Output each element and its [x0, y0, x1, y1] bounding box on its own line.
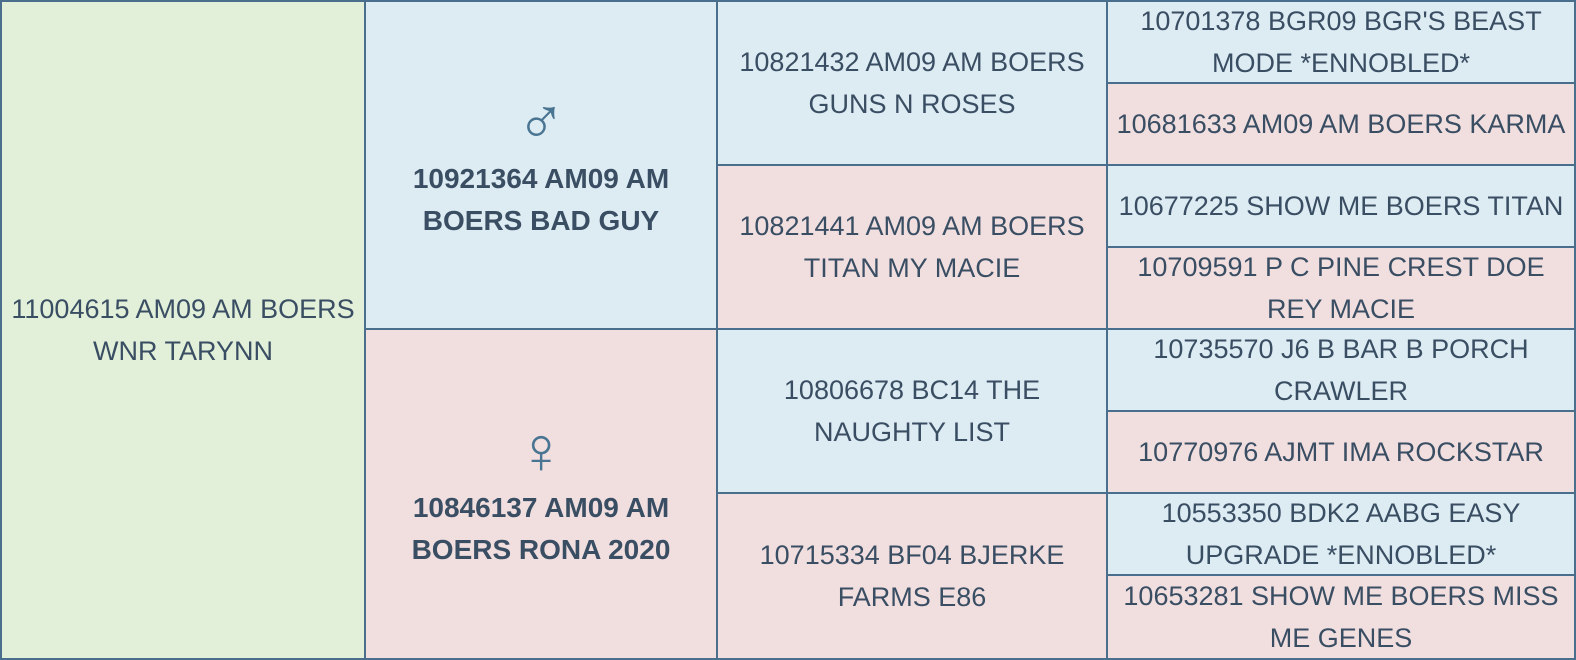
great-grandparent-cell[interactable]: 10701378 BGR09 BGR'S BEAST MODE *ENNOBLE… — [1108, 2, 1574, 84]
sire-cell[interactable]: ♂ 10921364 AM09 AM BOERS BAD GUY — [366, 2, 718, 330]
dam-cell[interactable]: ♀ 10846137 AM09 AM BOERS RONA 2020 — [366, 330, 718, 658]
great-grandparent-cell[interactable]: 10677225 SHOW ME BOERS TITAN — [1108, 166, 1574, 248]
male-icon: ♂ — [516, 84, 566, 158]
great-grandparent-name: 10709591 P C PINE CREST DOE REY MACIE — [1137, 252, 1545, 324]
grandparent-sire-sire[interactable]: 10821432 AM09 AM BOERS GUNS N ROSES — [718, 2, 1108, 166]
subject-animal[interactable]: 11004615 AM09 AM BOERS WNR TARYNN — [2, 2, 366, 658]
grandparent-name: 10821432 AM09 AM BOERS GUNS N ROSES — [739, 47, 1085, 119]
great-grandparent-name: 10553350 BDK2 AABG EASY UPGRADE *ENNOBLE… — [1161, 498, 1521, 570]
grandparent-sire-dam[interactable]: 10821441 AM09 AM BOERS TITAN MY MACIE — [718, 166, 1108, 330]
great-grandparents-column: 10701378 BGR09 BGR'S BEAST MODE *ENNOBLE… — [1108, 2, 1574, 658]
grandparent-name: 10715334 BF04 BJERKE FARMS E86 — [759, 540, 1065, 612]
great-grandparent-name: 10735570 J6 B BAR B PORCH CRAWLER — [1153, 334, 1529, 406]
grandparent-dam-sire[interactable]: 10806678 BC14 THE NAUGHTY LIST — [718, 330, 1108, 494]
great-grandparent-cell[interactable]: 10709591 P C PINE CREST DOE REY MACIE — [1108, 248, 1574, 330]
grandparent-name: 10821441 AM09 AM BOERS TITAN MY MACIE — [739, 211, 1085, 283]
great-grandparent-cell[interactable]: 10653281 SHOW ME BOERS MISS ME GENES — [1108, 576, 1574, 658]
subject-name: 11004615 AM09 AM BOERS WNR TARYNN — [11, 294, 355, 366]
grandparent-dam-dam[interactable]: 10715334 BF04 BJERKE FARMS E86 — [718, 494, 1108, 658]
great-grandparent-name: 10701378 BGR09 BGR'S BEAST MODE *ENNOBLE… — [1140, 6, 1542, 78]
great-grandparent-cell[interactable]: 10735570 J6 B BAR B PORCH CRAWLER — [1108, 330, 1574, 412]
great-grandparent-name: 10770976 AJMT IMA ROCKSTAR — [1138, 437, 1544, 467]
great-grandparent-cell[interactable]: 10553350 BDK2 AABG EASY UPGRADE *ENNOBLE… — [1108, 494, 1574, 576]
female-icon: ♀ — [516, 413, 566, 487]
great-grandparent-name: 10653281 SHOW ME BOERS MISS ME GENES — [1123, 581, 1559, 653]
great-grandparent-cell[interactable]: 10681633 AM09 AM BOERS KARMA — [1108, 84, 1574, 166]
great-grandparent-cell[interactable]: 10770976 AJMT IMA ROCKSTAR — [1108, 412, 1574, 494]
sire-name: 10921364 AM09 AM BOERS BAD GUY — [412, 163, 670, 236]
great-grandparent-name: 10677225 SHOW ME BOERS TITAN — [1118, 191, 1564, 221]
dam-name: 10846137 AM09 AM BOERS RONA 2020 — [411, 492, 671, 565]
great-grandparent-name: 10681633 AM09 AM BOERS KARMA — [1116, 109, 1566, 139]
grandparent-name: 10806678 BC14 THE NAUGHTY LIST — [783, 375, 1041, 447]
